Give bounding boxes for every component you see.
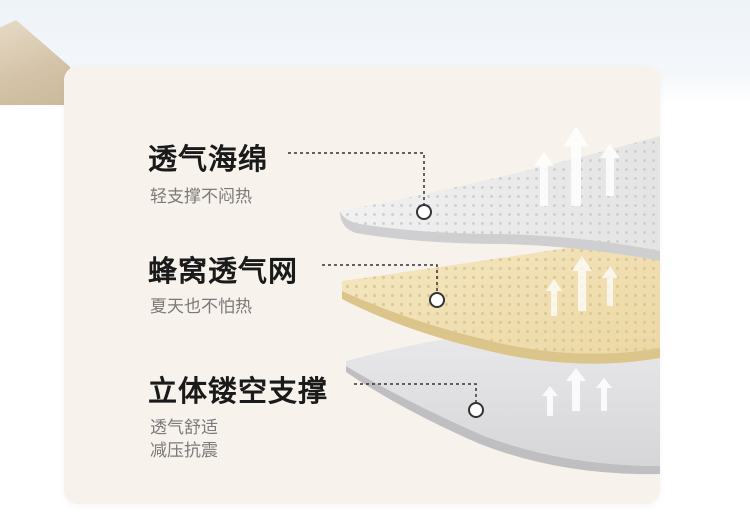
leader-line-sponge	[288, 152, 425, 212]
feature-subtitle-mesh: 夏天也不怕热	[150, 297, 252, 317]
feature-title-mesh: 蜂窝透气网	[148, 254, 299, 288]
airflow-arrows-bottom	[542, 368, 612, 416]
feature-card: 透气海绵 轻支撑不闷热 蜂窝透气网 夏天也不怕热 立体镂空支撑 透气舒适 减压抗…	[64, 66, 660, 504]
leader-dots	[416, 204, 484, 418]
feature-title-support: 立体镂空支撑	[148, 374, 329, 408]
leader-line-support	[354, 383, 477, 410]
leader-dot-mesh	[429, 292, 445, 308]
material-layers-illustration	[288, 126, 660, 475]
feature-subtitle-sponge: 轻支撑不闷热	[150, 187, 252, 207]
feature-subtitle-support-line2: 减压抗震	[150, 441, 218, 461]
leader-dot-sponge	[416, 204, 432, 220]
feature-subtitle-support-line1: 透气舒适	[150, 418, 218, 438]
airflow-arrows-middle	[546, 256, 618, 316]
airflow-arrows-top	[534, 126, 620, 206]
leader-line-mesh	[322, 264, 438, 298]
leader-lines	[288, 152, 477, 410]
leader-dot-support	[468, 402, 484, 418]
feature-title-sponge: 透气海绵	[148, 142, 269, 176]
